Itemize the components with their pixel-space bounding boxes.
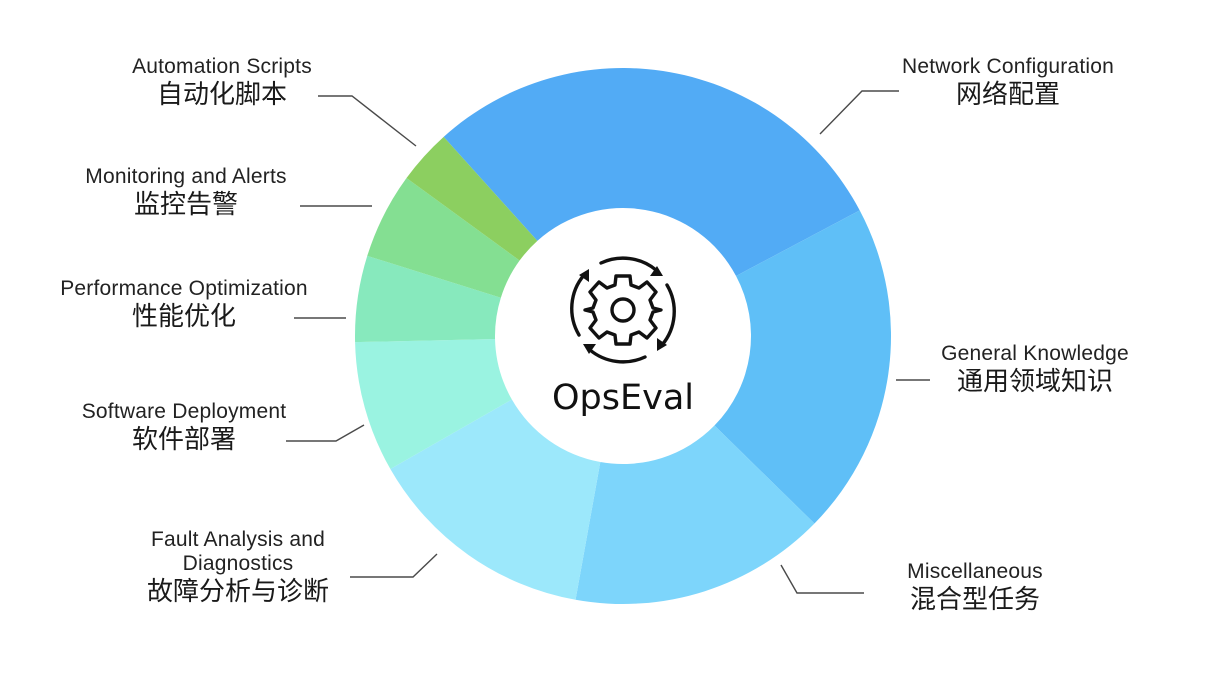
donut-slice-network-configuration — [443, 67, 860, 276]
leader-line-software — [286, 424, 365, 442]
cycle-arrow-icon — [599, 256, 658, 272]
label-zh: 自动化脚本 — [156, 80, 287, 111]
leader-line-automation — [318, 95, 417, 147]
label-network: Network Configuration 网络配置 — [872, 55, 1144, 111]
arrowhead-icon — [579, 269, 589, 282]
donut-slice-fault-analysis-and-diagnostics — [390, 399, 601, 600]
gear-hole-icon — [610, 297, 636, 323]
leader-line-misc — [780, 564, 864, 594]
donut-slice-automation-scripts — [406, 136, 538, 261]
label-en: Miscellaneous — [907, 560, 1043, 583]
arrowhead-icon — [650, 266, 663, 276]
leader-lines — [286, 90, 930, 594]
label-general: General Knowledge 通用领域知识 — [918, 342, 1152, 398]
cycle-arrow-icon — [660, 283, 676, 347]
donut-slice-miscellaneous — [575, 425, 815, 604]
donut-slice-monitoring-and-alerts — [367, 178, 520, 298]
label-en: Software Deployment — [81, 400, 287, 423]
donut-slices — [354, 67, 891, 604]
donut-slice-performance-optimization — [354, 255, 501, 343]
label-zh: 通用领域知识 — [956, 367, 1113, 398]
label-en: Monitoring and Alerts — [85, 165, 287, 188]
label-monitoring: Monitoring and Alerts 监控告警 — [54, 165, 318, 221]
label-zh: 性能优化 — [131, 302, 236, 333]
donut-slice-general-knowledge — [714, 210, 891, 524]
label-zh: 软件部署 — [131, 425, 236, 456]
label-software: Software Deployment 软件部署 — [52, 400, 316, 456]
label-en: Performance Optimization — [60, 277, 308, 300]
label-performance: Performance Optimization 性能优化 — [28, 277, 340, 333]
arrowhead-icon — [583, 344, 596, 354]
label-en: General Knowledge — [941, 342, 1129, 365]
leader-line-network — [819, 90, 899, 135]
arrowhead-icon — [657, 338, 667, 351]
label-zh: 监控告警 — [133, 190, 238, 221]
center-title: OpsEval — [552, 378, 694, 418]
gear-icon — [583, 274, 663, 346]
label-zh: 故障分析与诊断 — [146, 577, 329, 608]
leader-line-fault — [350, 553, 438, 578]
donut-slice-software-deployment — [355, 338, 512, 470]
label-en: Automation Scripts — [132, 55, 312, 78]
cycle-arrow-icon — [570, 273, 586, 337]
label-en-line1: Fault Analysis and — [150, 528, 326, 551]
label-automation: Automation Scripts 自动化脚本 — [104, 55, 340, 111]
cycle-arrow-icon — [588, 348, 647, 364]
label-zh: 混合型任务 — [909, 585, 1040, 616]
label-fault: Fault Analysis and Diagnostics 故障分析与诊断 — [120, 528, 356, 608]
label-en-line2: Diagnostics — [182, 552, 294, 576]
label-misc: Miscellaneous 混合型任务 — [880, 560, 1070, 616]
label-en: Network Configuration — [902, 55, 1114, 78]
label-zh: 网络配置 — [955, 80, 1060, 111]
gear-cycle-icon — [570, 256, 676, 364]
